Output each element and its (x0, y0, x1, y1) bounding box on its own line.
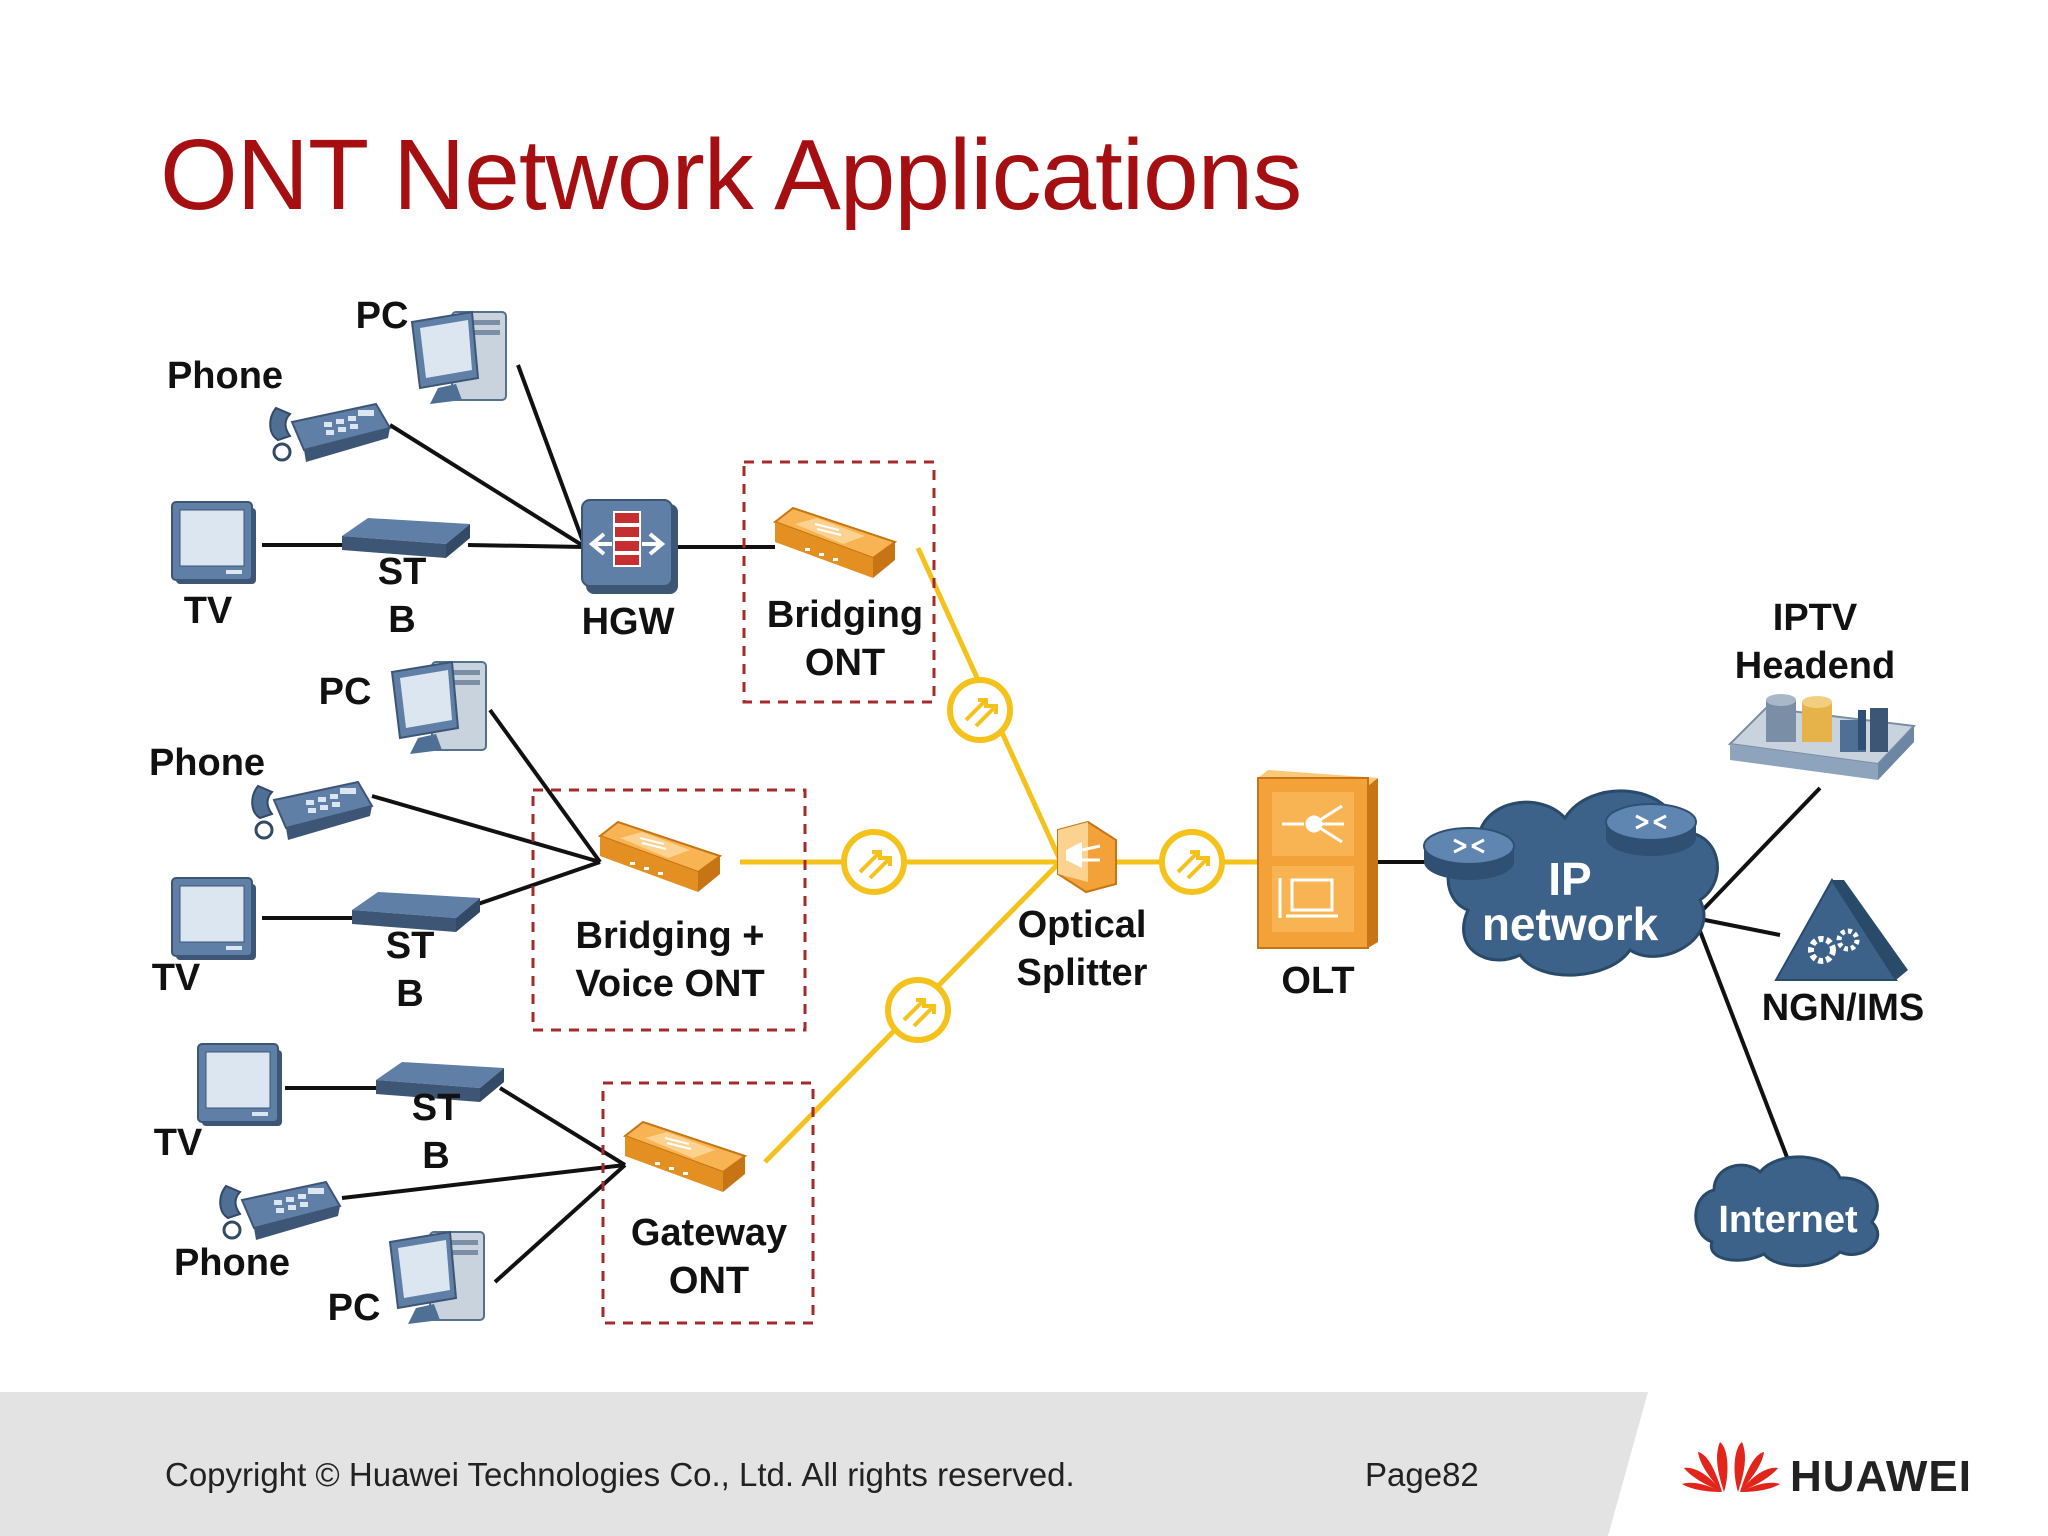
voice-ont-icon (599, 821, 721, 893)
gateway-ont-icon (624, 1121, 746, 1193)
ngn-ims-label: NGN/IMS (1762, 987, 1925, 1029)
bridging-ont-icon (774, 507, 896, 579)
gateway-ont-label-a: Gateway (631, 1212, 787, 1254)
hgw-label: HGW (582, 601, 675, 643)
iptv-label-b: Headend (1735, 645, 1895, 687)
tv-1-label: TV (184, 590, 233, 632)
router-1-icon (1422, 826, 1516, 882)
phone-3-label: Phone (174, 1242, 290, 1284)
splitter-label-a: Optical (1018, 904, 1147, 946)
pc-3-label: PC (328, 1287, 381, 1329)
gateway-ont-label-b: ONT (669, 1260, 749, 1302)
internet-label: Internet (1718, 1199, 1858, 1241)
phone-2-label: Phone (149, 742, 265, 784)
fiber-icon-4 (1162, 832, 1222, 892)
fiber-icon-1 (950, 680, 1010, 740)
pc-1-label: PC (356, 295, 409, 337)
pc-3-icon (389, 1231, 485, 1325)
dashed-boxes (531, 460, 936, 1325)
pc-2-icon (391, 661, 487, 755)
tv-3-icon (197, 1043, 283, 1127)
olt-icon (1257, 770, 1378, 949)
network-diagram: IP network Internet PC Phone TV ST B HGW… (149, 295, 1925, 1329)
ip-network-label-a: IP (1548, 853, 1591, 905)
router-2-icon (1604, 802, 1698, 858)
tv-3-label: TV (154, 1122, 203, 1164)
tv-2-icon (171, 877, 257, 961)
copper-links (262, 364, 1822, 1284)
fiber-icon-3 (888, 980, 948, 1040)
iptv-label-a: IPTV (1773, 597, 1858, 639)
internet-cloud: Internet (1694, 1155, 1880, 1268)
pc-1-icon (411, 311, 507, 405)
ngn-ims-icon (1774, 878, 1908, 981)
page-number: Page82 (1365, 1456, 1479, 1493)
olt-label: OLT (1281, 960, 1354, 1002)
voice-ont-label-b: Voice ONT (575, 963, 764, 1005)
stb-2-label-b: B (396, 973, 423, 1015)
copyright-text: Copyright © Huawei Technologies Co., Ltd… (165, 1456, 1075, 1493)
phone-1-icon (268, 402, 392, 464)
slide-title: ONT Network Applications (160, 119, 1302, 231)
tv-2-label: TV (152, 957, 201, 999)
brand-name: HUAWEI (1790, 1452, 1972, 1501)
hgw-icon (581, 499, 678, 594)
splitter-label-b: Splitter (1017, 952, 1148, 994)
ip-network-label-b: network (1482, 898, 1659, 950)
huawei-logo-icon (1682, 1442, 1780, 1492)
stb-2-label-a: ST (386, 925, 435, 967)
footer-brand-area (1608, 1392, 2048, 1536)
stb-1-label-b: B (388, 599, 415, 641)
bridging-ont-label-a: Bridging (767, 594, 923, 636)
voice-ont-label-a: Bridging + (576, 915, 765, 957)
fiber-icon-2 (844, 832, 904, 892)
bridging-ont-label-b: ONT (805, 642, 885, 684)
splitter-icon (1057, 820, 1117, 894)
phone-3-icon (218, 1180, 342, 1242)
tv-1-icon (171, 501, 257, 585)
phone-1-label: Phone (167, 355, 283, 397)
phone-2-icon (250, 780, 374, 842)
iptv-headend-icon (1727, 694, 1917, 780)
stb-3-label-b: B (422, 1135, 449, 1177)
stb-1-label-a: ST (378, 551, 427, 593)
stb-3-label-a: ST (412, 1087, 461, 1129)
pc-2-label: PC (319, 671, 372, 713)
